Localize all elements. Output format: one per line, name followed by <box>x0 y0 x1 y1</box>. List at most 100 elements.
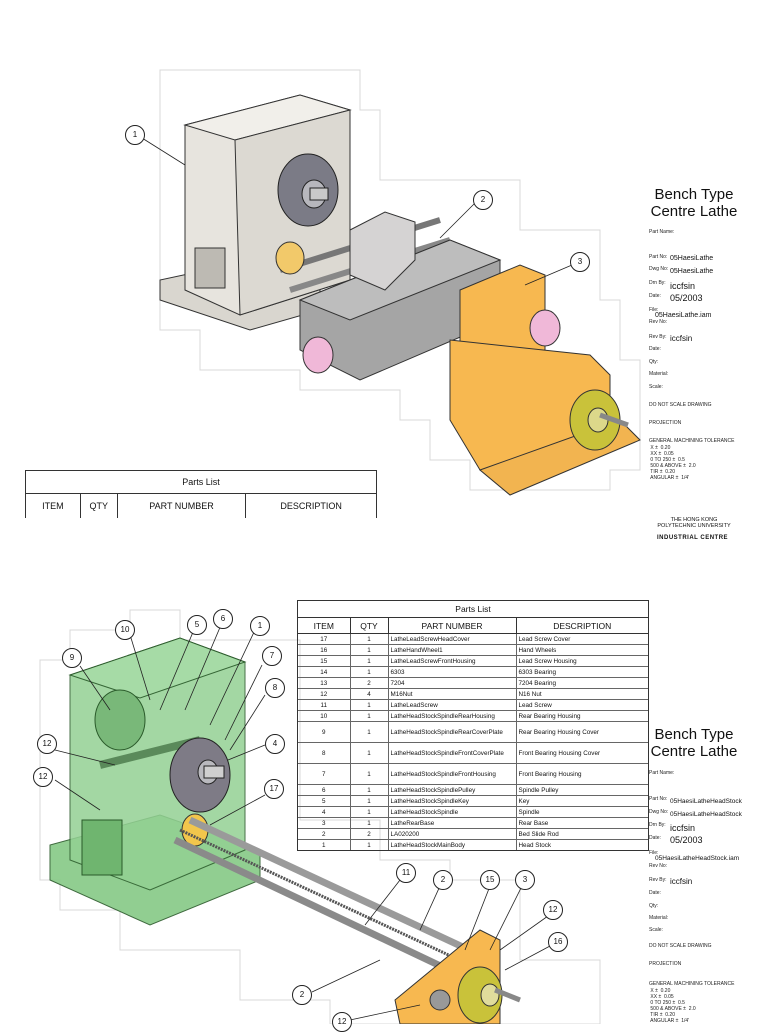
headstock-assembly-illustration <box>39 609 601 1024</box>
cell-qty: 2 <box>349 677 389 689</box>
drawing-title-line2: Centre Lathe <box>650 743 738 760</box>
cell-qty: 2 <box>349 828 389 840</box>
cell-description: Spindle Pulley <box>515 784 648 796</box>
cell-item: 1 <box>298 839 351 850</box>
file-value: 05HaesiLathe.iam <box>655 312 712 319</box>
cell-part-number: LatheRearBase <box>387 817 517 829</box>
cell-part-number: LatheHeadStockSpindleRearHousing <box>387 710 517 722</box>
cell-qty: 1 <box>349 742 389 764</box>
cell-item: 14 <box>298 666 351 678</box>
balloon-17: 17 <box>264 779 284 799</box>
cell-item: 2 <box>298 828 351 840</box>
balloon-16: 16 <box>548 932 568 952</box>
balloon-12c: 12 <box>543 900 563 920</box>
scale-label: Scale: <box>649 927 663 933</box>
balloon-12a: 12 <box>37 734 57 754</box>
drawing-title-line1: Bench Type <box>654 186 734 203</box>
cell-part-number: LatheLeadScrewFrontHousing <box>387 655 517 667</box>
part-no-label: Part No: <box>649 796 668 802</box>
university-name: THE HONG KONG POLYTECHNIC UNIVERSITY <box>657 517 731 529</box>
part-no-value: 05HaesiLathe <box>670 255 714 262</box>
cell-description: Hand Wheels <box>515 644 648 656</box>
lathe-assembly-illustration <box>141 69 641 496</box>
cell-qty: 1 <box>349 763 389 785</box>
cell-qty: 1 <box>349 795 389 807</box>
cell-item: 13 <box>298 677 351 689</box>
date-label: Date: <box>649 835 661 841</box>
balloon-3: 3 <box>570 252 590 272</box>
balloon-7: 7 <box>262 646 282 666</box>
cell-item: 9 <box>298 721 351 743</box>
cell-item: 7 <box>298 763 351 785</box>
cell-description: Front Bearing Housing <box>515 763 648 785</box>
part-name-label: Part Name: <box>649 229 675 235</box>
balloon-15: 15 <box>480 870 500 890</box>
cell-item: 8 <box>298 742 351 764</box>
cell-item: 6 <box>298 784 351 796</box>
rev-by-label: Rev By: <box>649 334 667 340</box>
cell-part-number: 6303 <box>387 666 517 678</box>
file-label: File: <box>649 307 659 313</box>
drn-by-value: iccfsin <box>670 281 696 291</box>
cell-item: 10 <box>298 710 351 722</box>
rev-no-label: Rev No: <box>649 319 668 325</box>
parts-list-caption: Parts List <box>26 471 376 494</box>
tolerance-values: X ± 0.20 XX ± 0.05 0 TO 250 ± 0.5 500 & … <box>650 445 696 481</box>
parts-list-caption: Parts List <box>298 601 648 618</box>
dwg-no-label: Dwg No: <box>649 809 669 815</box>
cell-description: Rear Bearing Housing <box>515 710 648 722</box>
cell-part-number: LatheHeadStockSpindleRearCoverPlate <box>387 721 517 743</box>
cell-qty: 1 <box>349 710 389 722</box>
dwg-no-value: 05HaesiLatheHeadStock <box>670 811 742 818</box>
cell-qty: 4 <box>349 688 389 700</box>
tolerance-title: GENERAL MACHINING TOLERANCE <box>649 981 735 987</box>
drawing-title-line1: Bench Type <box>654 726 734 743</box>
header-qty: QTY <box>81 494 118 518</box>
balloon-5: 5 <box>187 615 207 635</box>
balloon-1: 1 <box>125 125 145 145</box>
cell-item: 15 <box>298 655 351 667</box>
drawing-title-line2: Centre Lathe <box>650 203 738 220</box>
header-item: ITEM <box>298 618 351 634</box>
do-not-scale-note: DO NOT SCALE DRAWING <box>649 402 712 408</box>
cell-qty: 1 <box>349 655 389 667</box>
parts-list-header: ITEM QTY PART NUMBER DESCRIPTION <box>298 618 648 634</box>
dwg-no-value: 05HaesiLathe <box>670 268 714 275</box>
balloon-2: 2 <box>473 190 493 210</box>
scale-label: Scale: <box>649 384 663 390</box>
drn-by-label: Drn By: <box>649 822 666 828</box>
cell-part-number: LatheHeadStockSpindleKey <box>387 795 517 807</box>
header-qty: QTY <box>349 618 389 634</box>
cell-description: Lead Screw <box>515 699 648 711</box>
cell-item: 4 <box>298 806 351 818</box>
header-description: DESCRIPTION <box>280 501 342 511</box>
balloon-1b: 1 <box>250 616 270 636</box>
rev-by-label: Rev By: <box>649 877 667 883</box>
date-value: 05/2003 <box>670 293 703 303</box>
cell-item: 12 <box>298 688 351 700</box>
parts-list-sheet1: Parts List ITEM QTY PART NUMBER DESCRIPT… <box>25 470 377 518</box>
rev-no-label: Rev No: <box>649 863 668 869</box>
balloon-4: 4 <box>265 734 285 754</box>
cell-part-number: LA020200 <box>387 828 517 840</box>
balloon-2b: 2 <box>433 870 453 890</box>
cell-item: 16 <box>298 644 351 656</box>
cell-qty: 1 <box>349 784 389 796</box>
tolerance-title: GENERAL MACHINING TOLERANCE <box>649 438 735 444</box>
drawing-sheet-1: 1 2 3 Bench Type Centre Lathe Part Name:… <box>25 69 738 541</box>
part-no-label: Part No: <box>649 254 668 260</box>
date2-label: Date: <box>649 346 661 352</box>
cell-item: 3 <box>298 817 351 829</box>
tolerance-values: X ± 0.20 XX ± 0.05 0 TO 250 ± 0.5 500 & … <box>650 988 696 1024</box>
cell-qty: 1 <box>349 666 389 678</box>
date2-label: Date: <box>649 890 661 896</box>
